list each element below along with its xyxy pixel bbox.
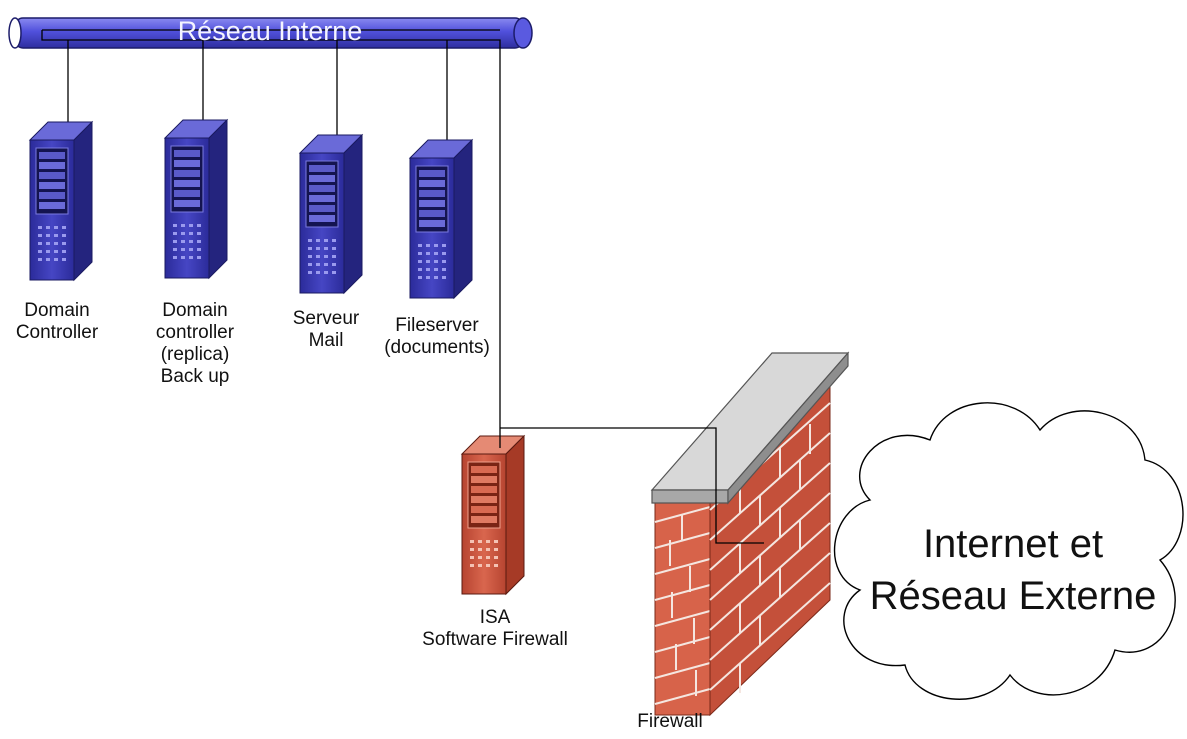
isa-firewall-server-icon <box>461 435 525 595</box>
internal-network-label: Réseau Interne <box>177 16 363 46</box>
mail-server-icon <box>299 134 363 294</box>
domain-controller-label: Domain Controller <box>15 300 99 343</box>
internet-cloud-icon <box>833 402 1184 700</box>
domain-controller-replica-server-icon <box>164 119 228 279</box>
isa-firewall-label: ISA Software Firewall <box>422 607 568 650</box>
fileserver-icon <box>409 139 473 299</box>
firewall-wall-icon <box>650 351 850 717</box>
domain-controller-server-icon <box>29 121 93 281</box>
mail-server-label: Serveur Mail <box>292 308 360 351</box>
internet-cloud-label: Internet et Réseau Externe <box>869 522 1157 618</box>
fileserver-label: Fileserver (documents) <box>384 315 490 358</box>
domain-controller-replica-label: Domain controller (replica) Back up <box>155 300 235 387</box>
isa-firewall-connection <box>499 427 764 544</box>
firewall-label: Firewall <box>637 711 703 732</box>
